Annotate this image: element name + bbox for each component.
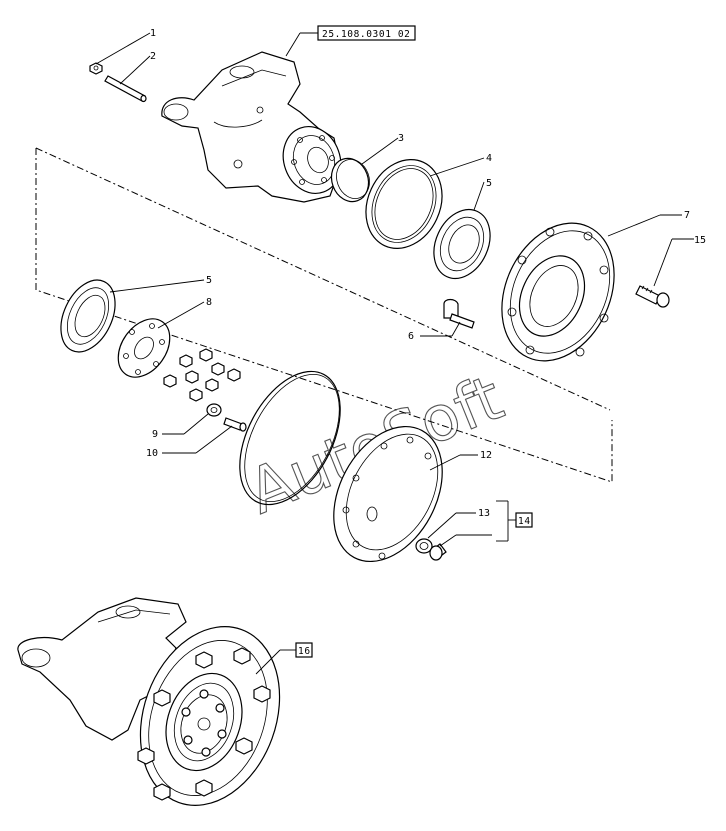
- callout-12: 12: [480, 450, 492, 461]
- boxed-label-14-text: 14: [518, 516, 531, 527]
- assembly-boundary: [35, 148, 613, 483]
- callout-5-upper: 5: [486, 178, 492, 189]
- callout-10: 10: [146, 448, 158, 459]
- boxed-label-16[interactable]: 16: [295, 642, 313, 658]
- part-12-hub-cover[interactable]: [312, 408, 464, 580]
- part-9-washer[interactable]: [206, 403, 222, 417]
- part-5-bearing-upper[interactable]: [423, 200, 501, 287]
- callout-6: 6: [408, 331, 414, 342]
- callout-3: 3: [398, 133, 404, 144]
- boxed-label-14[interactable]: 14: [515, 512, 533, 528]
- part-14-plug[interactable]: [429, 543, 447, 561]
- part-8-lock-plate[interactable]: [108, 309, 181, 387]
- reference-code-label: 25.108.0301 02: [322, 29, 410, 40]
- part-5-bearing-lower[interactable]: [50, 271, 126, 360]
- part-4-seal-ring[interactable]: [352, 147, 456, 261]
- callout-13: 13: [478, 508, 490, 519]
- callout-4: 4: [486, 153, 492, 164]
- part-10-screw[interactable]: [223, 417, 247, 432]
- callout-2: 2: [150, 51, 156, 62]
- leader-lines: [95, 32, 694, 675]
- assembly-boundary-inner: [35, 147, 611, 411]
- part-1-nut[interactable]: [89, 62, 103, 75]
- part-7-wheel-hub[interactable]: [480, 205, 635, 379]
- part-15-bolt[interactable]: [635, 285, 670, 308]
- callout-9: 9: [152, 429, 158, 440]
- nuts-cluster[interactable]: [163, 348, 241, 402]
- callout-1: 1: [150, 28, 156, 39]
- part-13-sealing-washer[interactable]: [415, 538, 433, 554]
- callout-8: 8: [206, 297, 212, 308]
- boxed-label-16-text: 16: [298, 646, 311, 657]
- assembled-knuckle-hub[interactable]: [17, 597, 304, 825]
- part-6-stud-bolt[interactable]: [443, 298, 475, 329]
- callout-7: 7: [684, 210, 690, 221]
- callout-5-lower: 5: [206, 275, 212, 286]
- reference-code-box[interactable]: 25.108.0301 02: [285, 25, 416, 57]
- steering-knuckle-top[interactable]: [161, 51, 350, 203]
- part-2-pin[interactable]: [104, 75, 147, 103]
- part-11-o-ring[interactable]: [219, 355, 361, 522]
- callout-15: 15: [694, 235, 706, 246]
- part-3-seal-cup[interactable]: [326, 153, 375, 207]
